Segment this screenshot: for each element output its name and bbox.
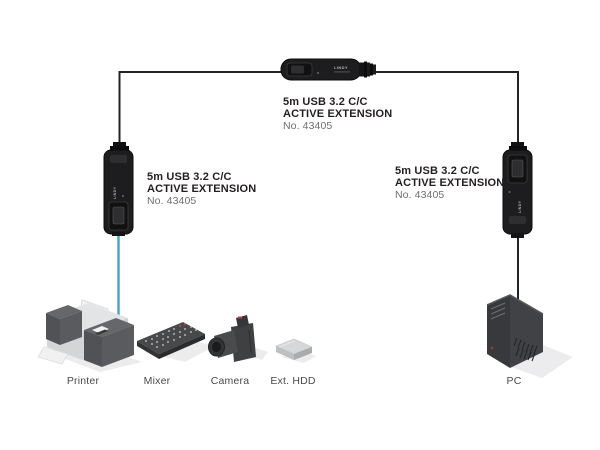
brand-text-right: LINDY: [518, 200, 522, 213]
brand-text-top: LINDY: [334, 65, 348, 70]
extension-subtitle: ACTIVE EXTENSION: [147, 182, 257, 195]
device-label-printer: Printer: [66, 375, 100, 387]
extension-label-right: 5m USB 3.2 C/C ACTIVE EXTENSION No. 4340…: [395, 165, 505, 201]
extension-subtitle: ACTIVE EXTENSION: [395, 176, 505, 189]
brand-text-left: LINDY: [113, 186, 117, 199]
extension-label-left: 5m USB 3.2 C/C ACTIVE EXTENSION No. 4340…: [147, 171, 257, 207]
printer-icon: [37, 299, 142, 372]
active-extension-top-icon: LINDY: [280, 58, 376, 81]
extension-label-top: 5m USB 3.2 C/C ACTIVE EXTENSION No. 4340…: [283, 96, 393, 132]
mixer-icon: [137, 322, 214, 362]
extension-number: No. 43405: [147, 194, 197, 207]
device-label-mixer: Mixer: [143, 375, 171, 387]
extension-subtitle: ACTIVE EXTENSION: [283, 107, 393, 120]
extension-title: 5m USB 3.2 C/C: [395, 165, 480, 177]
device-label-pc: PC: [506, 375, 522, 387]
ext-hdd-icon: [275, 338, 316, 363]
extension-number: No. 43405: [283, 119, 333, 132]
extension-title: 5m USB 3.2 C/C: [147, 171, 232, 183]
camera-icon: [208, 315, 268, 362]
extension-number: No. 43405: [395, 188, 445, 201]
pc-icon: [486, 294, 573, 378]
device-label-camera: Camera: [210, 375, 250, 387]
active-extension-right-icon: LINDY: [502, 142, 533, 238]
active-extension-left-icon: LINDY: [103, 142, 134, 236]
extension-title: 5m USB 3.2 C/C: [283, 96, 368, 108]
device-label-ext-hdd: Ext. HDD: [270, 375, 316, 387]
